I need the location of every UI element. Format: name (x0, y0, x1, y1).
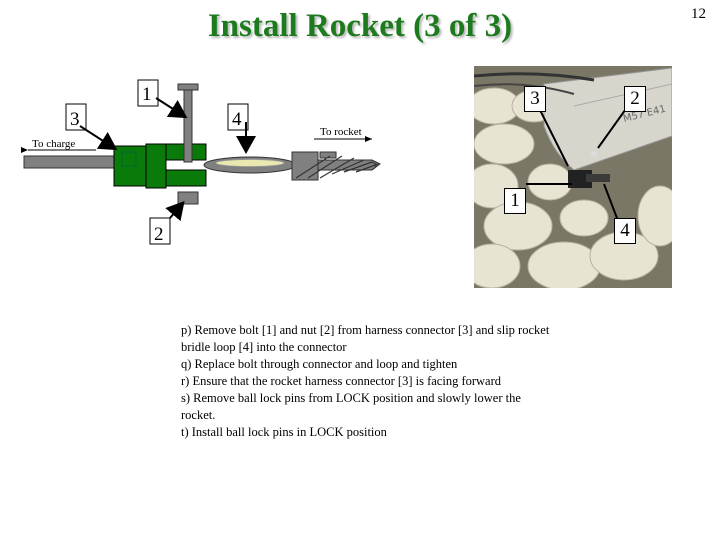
photo-label-3: 3 (524, 86, 546, 112)
arrow-1 (155, 97, 188, 119)
instruction-step-p: p) Remove bolt [1] and nut [2] from harn… (181, 323, 550, 354)
diagram-label-3: 3 (70, 109, 80, 130)
arrow-3 (79, 125, 118, 151)
instruction-step-s: s) Remove ball lock pins from LOCK posit… (181, 391, 521, 422)
diagram-label-2: 2 (154, 224, 164, 245)
photo-label-2: 2 (624, 86, 646, 112)
charge-rod (23, 155, 121, 169)
to-charge-label: To charge (32, 138, 75, 150)
to-rocket-label: To rocket (320, 126, 362, 138)
photo-label-1: 1 (504, 188, 526, 214)
arrow-2 (165, 200, 185, 222)
rocket-rod (291, 151, 381, 181)
bridle-loop (203, 156, 297, 174)
instruction-list: p) Remove bolt [1] and nut [2] from harn… (181, 322, 553, 441)
connector-diagram: 1 3 4 2 To charge To rocket (21, 79, 381, 245)
nut (177, 191, 199, 205)
photo-label-4: 4 (614, 218, 636, 244)
bolt (177, 83, 199, 163)
photo-illustration: M57 E41 (474, 66, 672, 288)
installation-photo: M57 E41 3 2 1 4 (474, 66, 672, 288)
instruction-step-r: r) Ensure that the rocket harness connec… (181, 374, 502, 388)
harness-connector (113, 143, 207, 189)
instruction-step-t: t) Install ball lock pins in LOCK positi… (181, 425, 387, 439)
page-number: 12 (691, 6, 706, 22)
instruction-step-q: q) Replace bolt through connector and lo… (181, 357, 458, 371)
slide-title: Install Rocket (3 of 3) (207, 8, 513, 44)
diagram-label-4: 4 (232, 109, 242, 130)
diagram-label-1: 1 (142, 84, 152, 105)
